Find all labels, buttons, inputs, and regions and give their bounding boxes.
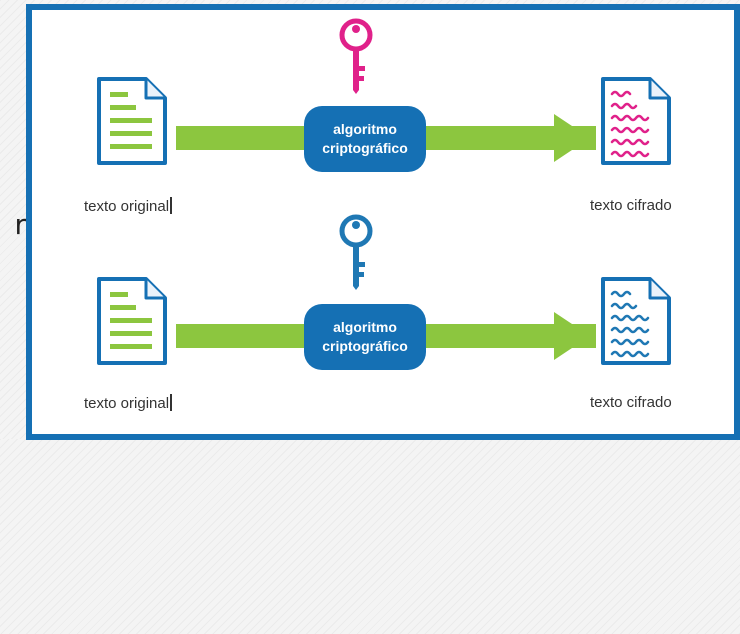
source-caption: texto original [84, 394, 173, 412]
crypto-algorithm-box: algoritmo criptográfico [304, 106, 426, 172]
target-caption: texto cifrado [590, 197, 672, 214]
source-label: texto original [84, 198, 170, 215]
flow-arrow-head [554, 114, 590, 162]
key-icon [339, 214, 373, 290]
algo-label-line1: algoritmo [333, 121, 397, 137]
flow-arrow-head [554, 312, 590, 360]
target-caption: texto cifrado [590, 394, 672, 411]
text-cursor [170, 197, 173, 214]
encrypted-document-icon [601, 77, 671, 165]
source-caption: texto original [84, 197, 173, 215]
encryption-row-2: algoritmo criptográfico texto original t… [32, 210, 734, 634]
target-label: texto cifrado [590, 394, 672, 411]
document-icon [97, 277, 167, 365]
diagram-frame: algoritmo criptográfico texto original t… [26, 4, 740, 440]
edge-text-fragment: r [14, 208, 26, 241]
source-label: texto original [84, 395, 170, 412]
algo-label-line2: criptográfico [322, 338, 408, 354]
algo-label-line2: criptográfico [322, 140, 408, 156]
crypto-algorithm-box: algoritmo criptográfico [304, 304, 426, 370]
document-icon [97, 77, 167, 165]
encrypted-document-icon [601, 277, 671, 365]
algo-label-line1: algoritmo [333, 319, 397, 335]
text-cursor [170, 394, 173, 411]
target-label: texto cifrado [590, 197, 672, 214]
key-icon [339, 18, 373, 94]
encryption-row-1: algoritmo criptográfico texto original t… [32, 10, 734, 434]
